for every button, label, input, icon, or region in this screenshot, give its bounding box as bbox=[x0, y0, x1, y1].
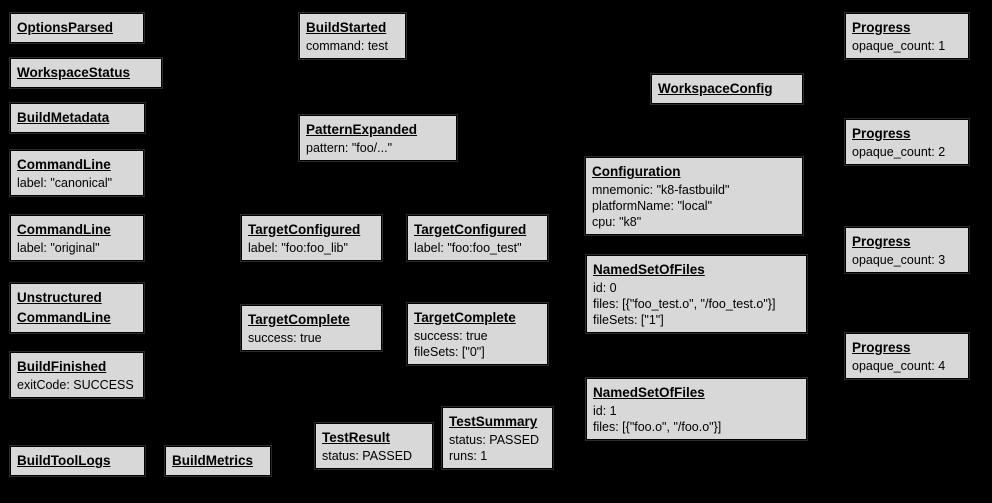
node-title: OptionsParsed bbox=[17, 20, 114, 35]
node-title: BuildMetadata bbox=[17, 110, 110, 125]
node-command-line-original: CommandLine label: "original" bbox=[9, 214, 145, 262]
node-field-mnemonic: mnemonic: "k8-fastbuild" bbox=[592, 183, 730, 197]
node-test-summary: TestSummary status: PASSED runs: 1 bbox=[441, 406, 554, 470]
node-field-label: label: "original" bbox=[17, 241, 100, 255]
node-title-line2: CommandLine bbox=[17, 310, 111, 325]
node-named-set-of-files-0: NamedSetOfFiles id: 0 files: [{"foo_test… bbox=[585, 254, 808, 334]
node-pattern-expanded: PatternExpanded pattern: "foo/..." bbox=[298, 114, 458, 162]
node-title: PatternExpanded bbox=[306, 122, 418, 137]
node-title: CommandLine bbox=[17, 157, 111, 172]
node-workspace-status: WorkspaceStatus bbox=[9, 57, 163, 89]
node-field-exit-code: exitCode: SUCCESS bbox=[17, 378, 134, 392]
node-field-files: files: [{"foo_test.o", "/foo_test.o"}] bbox=[593, 297, 776, 311]
node-title: BuildMetrics bbox=[172, 453, 254, 468]
node-title-line1: Unstructured bbox=[17, 290, 102, 305]
node-named-set-of-files-1: NamedSetOfFiles id: 1 files: [{"foo.o", … bbox=[585, 377, 808, 441]
node-field-status: status: PASSED bbox=[449, 433, 540, 447]
node-test-result: TestResult status: PASSED bbox=[314, 422, 434, 470]
node-progress-4: Progress opaque_count: 4 bbox=[844, 332, 970, 380]
node-title: BuildStarted bbox=[306, 20, 387, 35]
node-title: NamedSetOfFiles bbox=[593, 262, 705, 277]
node-title: TestSummary bbox=[449, 414, 538, 429]
node-field-status: status: PASSED bbox=[322, 449, 413, 463]
node-title: Progress bbox=[852, 340, 911, 355]
node-field-success: success: true bbox=[248, 331, 322, 345]
node-field-filesets: fileSets: ["0"] bbox=[414, 345, 485, 359]
node-field-label: label: "foo:foo_lib" bbox=[248, 241, 348, 255]
node-field-opaque-count: opaque_count: 4 bbox=[852, 359, 946, 373]
node-options-parsed: OptionsParsed bbox=[9, 12, 145, 44]
node-target-configured-foo-test: TargetConfigured label: "foo:foo_test" bbox=[406, 214, 549, 262]
node-field-opaque-count: opaque_count: 2 bbox=[852, 145, 946, 159]
node-build-started: BuildStarted command: test bbox=[298, 12, 407, 60]
node-field-label: label: "canonical" bbox=[17, 176, 113, 190]
node-title: Progress bbox=[852, 20, 911, 35]
node-title: TargetConfigured bbox=[414, 222, 527, 237]
node-title: TestResult bbox=[322, 430, 391, 445]
node-field-command: command: test bbox=[306, 39, 388, 53]
node-title: WorkspaceConfig bbox=[658, 81, 773, 96]
node-command-line-canonical: CommandLine label: "canonical" bbox=[9, 149, 145, 197]
node-build-finished: BuildFinished exitCode: SUCCESS bbox=[9, 351, 145, 399]
node-build-metrics: BuildMetrics bbox=[164, 445, 272, 477]
node-title: Progress bbox=[852, 126, 911, 141]
node-field-pattern: pattern: "foo/..." bbox=[306, 141, 393, 155]
node-field-filesets: fileSets: ["1"] bbox=[593, 313, 664, 327]
node-title: TargetComplete bbox=[414, 310, 516, 325]
node-field-files: files: [{"foo.o", "/foo.o"}] bbox=[593, 420, 722, 434]
node-field-runs: runs: 1 bbox=[449, 449, 488, 463]
node-title: BuildToolLogs bbox=[17, 453, 111, 468]
node-title: WorkspaceStatus bbox=[17, 65, 131, 80]
node-progress-2: Progress opaque_count: 2 bbox=[844, 118, 970, 166]
node-field-opaque-count: opaque_count: 1 bbox=[852, 39, 946, 53]
node-field-id: id: 0 bbox=[593, 281, 617, 295]
node-title: TargetComplete bbox=[248, 312, 350, 327]
node-field-cpu: cpu: "k8" bbox=[592, 215, 642, 229]
node-field-label: label: "foo:foo_test" bbox=[414, 241, 522, 255]
node-title: Progress bbox=[852, 234, 911, 249]
node-field-opaque-count: opaque_count: 3 bbox=[852, 253, 946, 267]
node-target-complete-foo-test: TargetComplete success: true fileSets: [… bbox=[406, 302, 549, 366]
node-field-id: id: 1 bbox=[593, 404, 617, 418]
node-build-tool-logs: BuildToolLogs bbox=[9, 445, 146, 477]
node-configuration: Configuration mnemonic: "k8-fastbuild" p… bbox=[584, 156, 804, 236]
node-unstructured-command-line: Unstructured CommandLine bbox=[9, 282, 145, 334]
node-build-metadata: BuildMetadata bbox=[9, 102, 146, 134]
node-title: TargetConfigured bbox=[248, 222, 361, 237]
node-target-configured-foo-lib: TargetConfigured label: "foo:foo_lib" bbox=[240, 214, 383, 262]
node-workspace-config: WorkspaceConfig bbox=[650, 73, 804, 105]
node-field-platform-name: platformName: "local" bbox=[592, 199, 713, 213]
node-title: Configuration bbox=[592, 164, 681, 179]
node-field-success: success: true bbox=[414, 329, 488, 343]
node-target-complete-foo-lib: TargetComplete success: true bbox=[240, 304, 383, 352]
node-progress-1: Progress opaque_count: 1 bbox=[844, 12, 970, 60]
node-progress-3: Progress opaque_count: 3 bbox=[844, 226, 970, 274]
node-title: CommandLine bbox=[17, 222, 111, 237]
node-title: BuildFinished bbox=[17, 359, 107, 374]
node-title: NamedSetOfFiles bbox=[593, 385, 705, 400]
